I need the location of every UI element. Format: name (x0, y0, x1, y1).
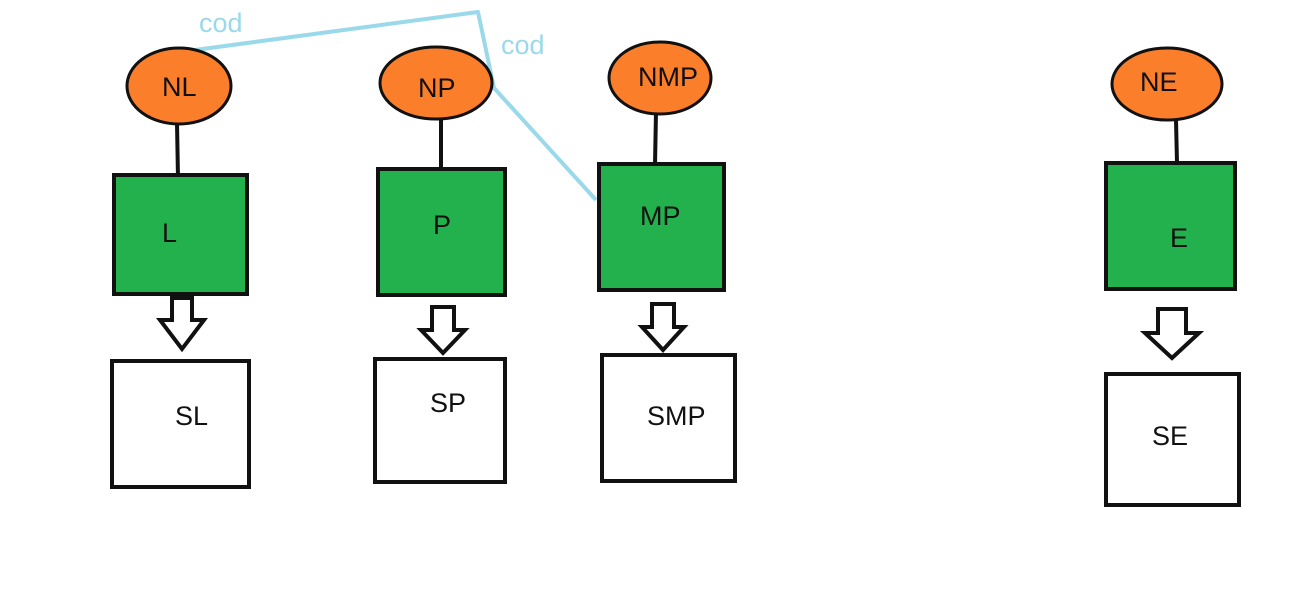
ellipse-ne (1110, 46, 1224, 122)
process-box-e (1104, 161, 1237, 291)
cod-link-line (194, 10, 598, 202)
column-nmp: NMP MP SMP (597, 40, 737, 483)
connector-line (1174, 119, 1179, 164)
down-arrow-icon (155, 296, 209, 353)
process-label-l: L (162, 218, 177, 248)
down-arrow-icon (637, 302, 689, 353)
ellipse-label-nmp: NMP (638, 62, 698, 92)
ellipse-nl (125, 46, 233, 126)
ellipse-np (378, 45, 494, 121)
down-arrow-icon (1139, 307, 1205, 361)
connector-line (175, 122, 180, 179)
process-label-mp: MP (640, 201, 681, 231)
ellipse-nmp (607, 40, 713, 116)
output-box-sl (110, 359, 251, 489)
process-label-p: P (433, 210, 451, 240)
column-np: NP P SP (373, 45, 507, 484)
ellipse-label-ne: NE (1140, 67, 1178, 97)
output-label-se: SE (1152, 421, 1188, 451)
output-label-smp: SMP (647, 401, 706, 431)
process-box-l (112, 173, 249, 296)
output-label-sl: SL (175, 401, 208, 431)
process-box-mp (597, 162, 726, 292)
process-label-e: E (1170, 223, 1188, 253)
output-box-sp (373, 357, 507, 484)
cod-link-label: cod (501, 30, 545, 60)
column-nl: NL L SL (110, 46, 251, 489)
process-box-p (376, 167, 507, 297)
output-box-se (1104, 372, 1241, 507)
column-ne: NE E SE (1104, 46, 1241, 507)
ellipse-label-np: NP (418, 73, 456, 103)
down-arrow-icon (416, 305, 470, 356)
ellipse-label-nl: NL (162, 72, 197, 102)
connector-line (653, 111, 658, 166)
output-label-sp: SP (430, 388, 466, 418)
cod-link-label: cod (199, 8, 243, 38)
output-box-smp (600, 353, 737, 483)
